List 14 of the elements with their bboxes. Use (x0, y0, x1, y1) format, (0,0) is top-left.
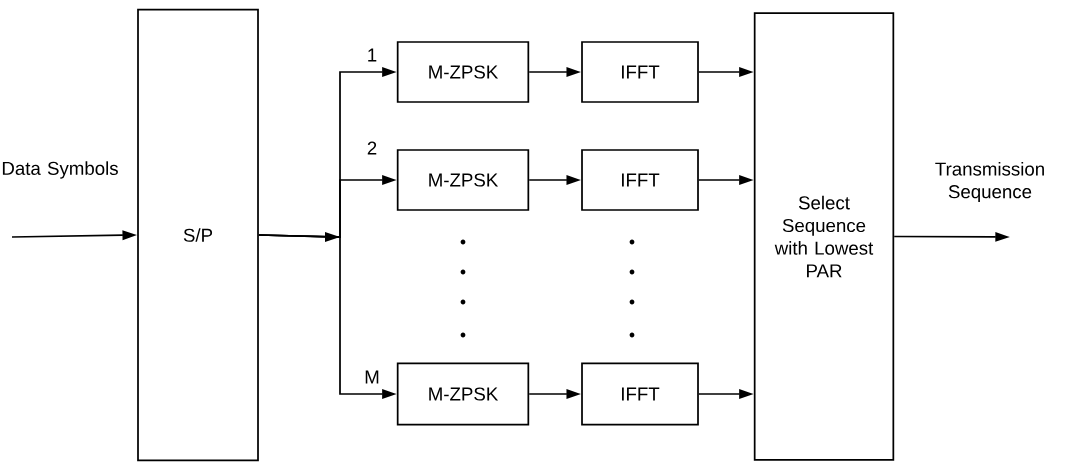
process-box: M-ZPSK (396, 41, 530, 103)
process-box: IFFT (581, 41, 699, 103)
process-box: IFFT (581, 362, 699, 426)
arrowhead (325, 232, 340, 242)
process-box: M-ZPSK (396, 149, 530, 211)
signal-label: Data Symbols (2, 161, 118, 179)
selector-box: Select Sequence with Lowest PAR (753, 12, 895, 461)
signal-label: Transmission Sequence (935, 161, 1044, 203)
process-box: M-ZPSK (396, 362, 530, 426)
converter-box: S/P (137, 8, 259, 462)
process-box: IFFT (581, 149, 699, 211)
branch-number: 1 (368, 48, 377, 62)
branch-number: M (365, 370, 379, 384)
branch-number: 2 (367, 141, 377, 155)
